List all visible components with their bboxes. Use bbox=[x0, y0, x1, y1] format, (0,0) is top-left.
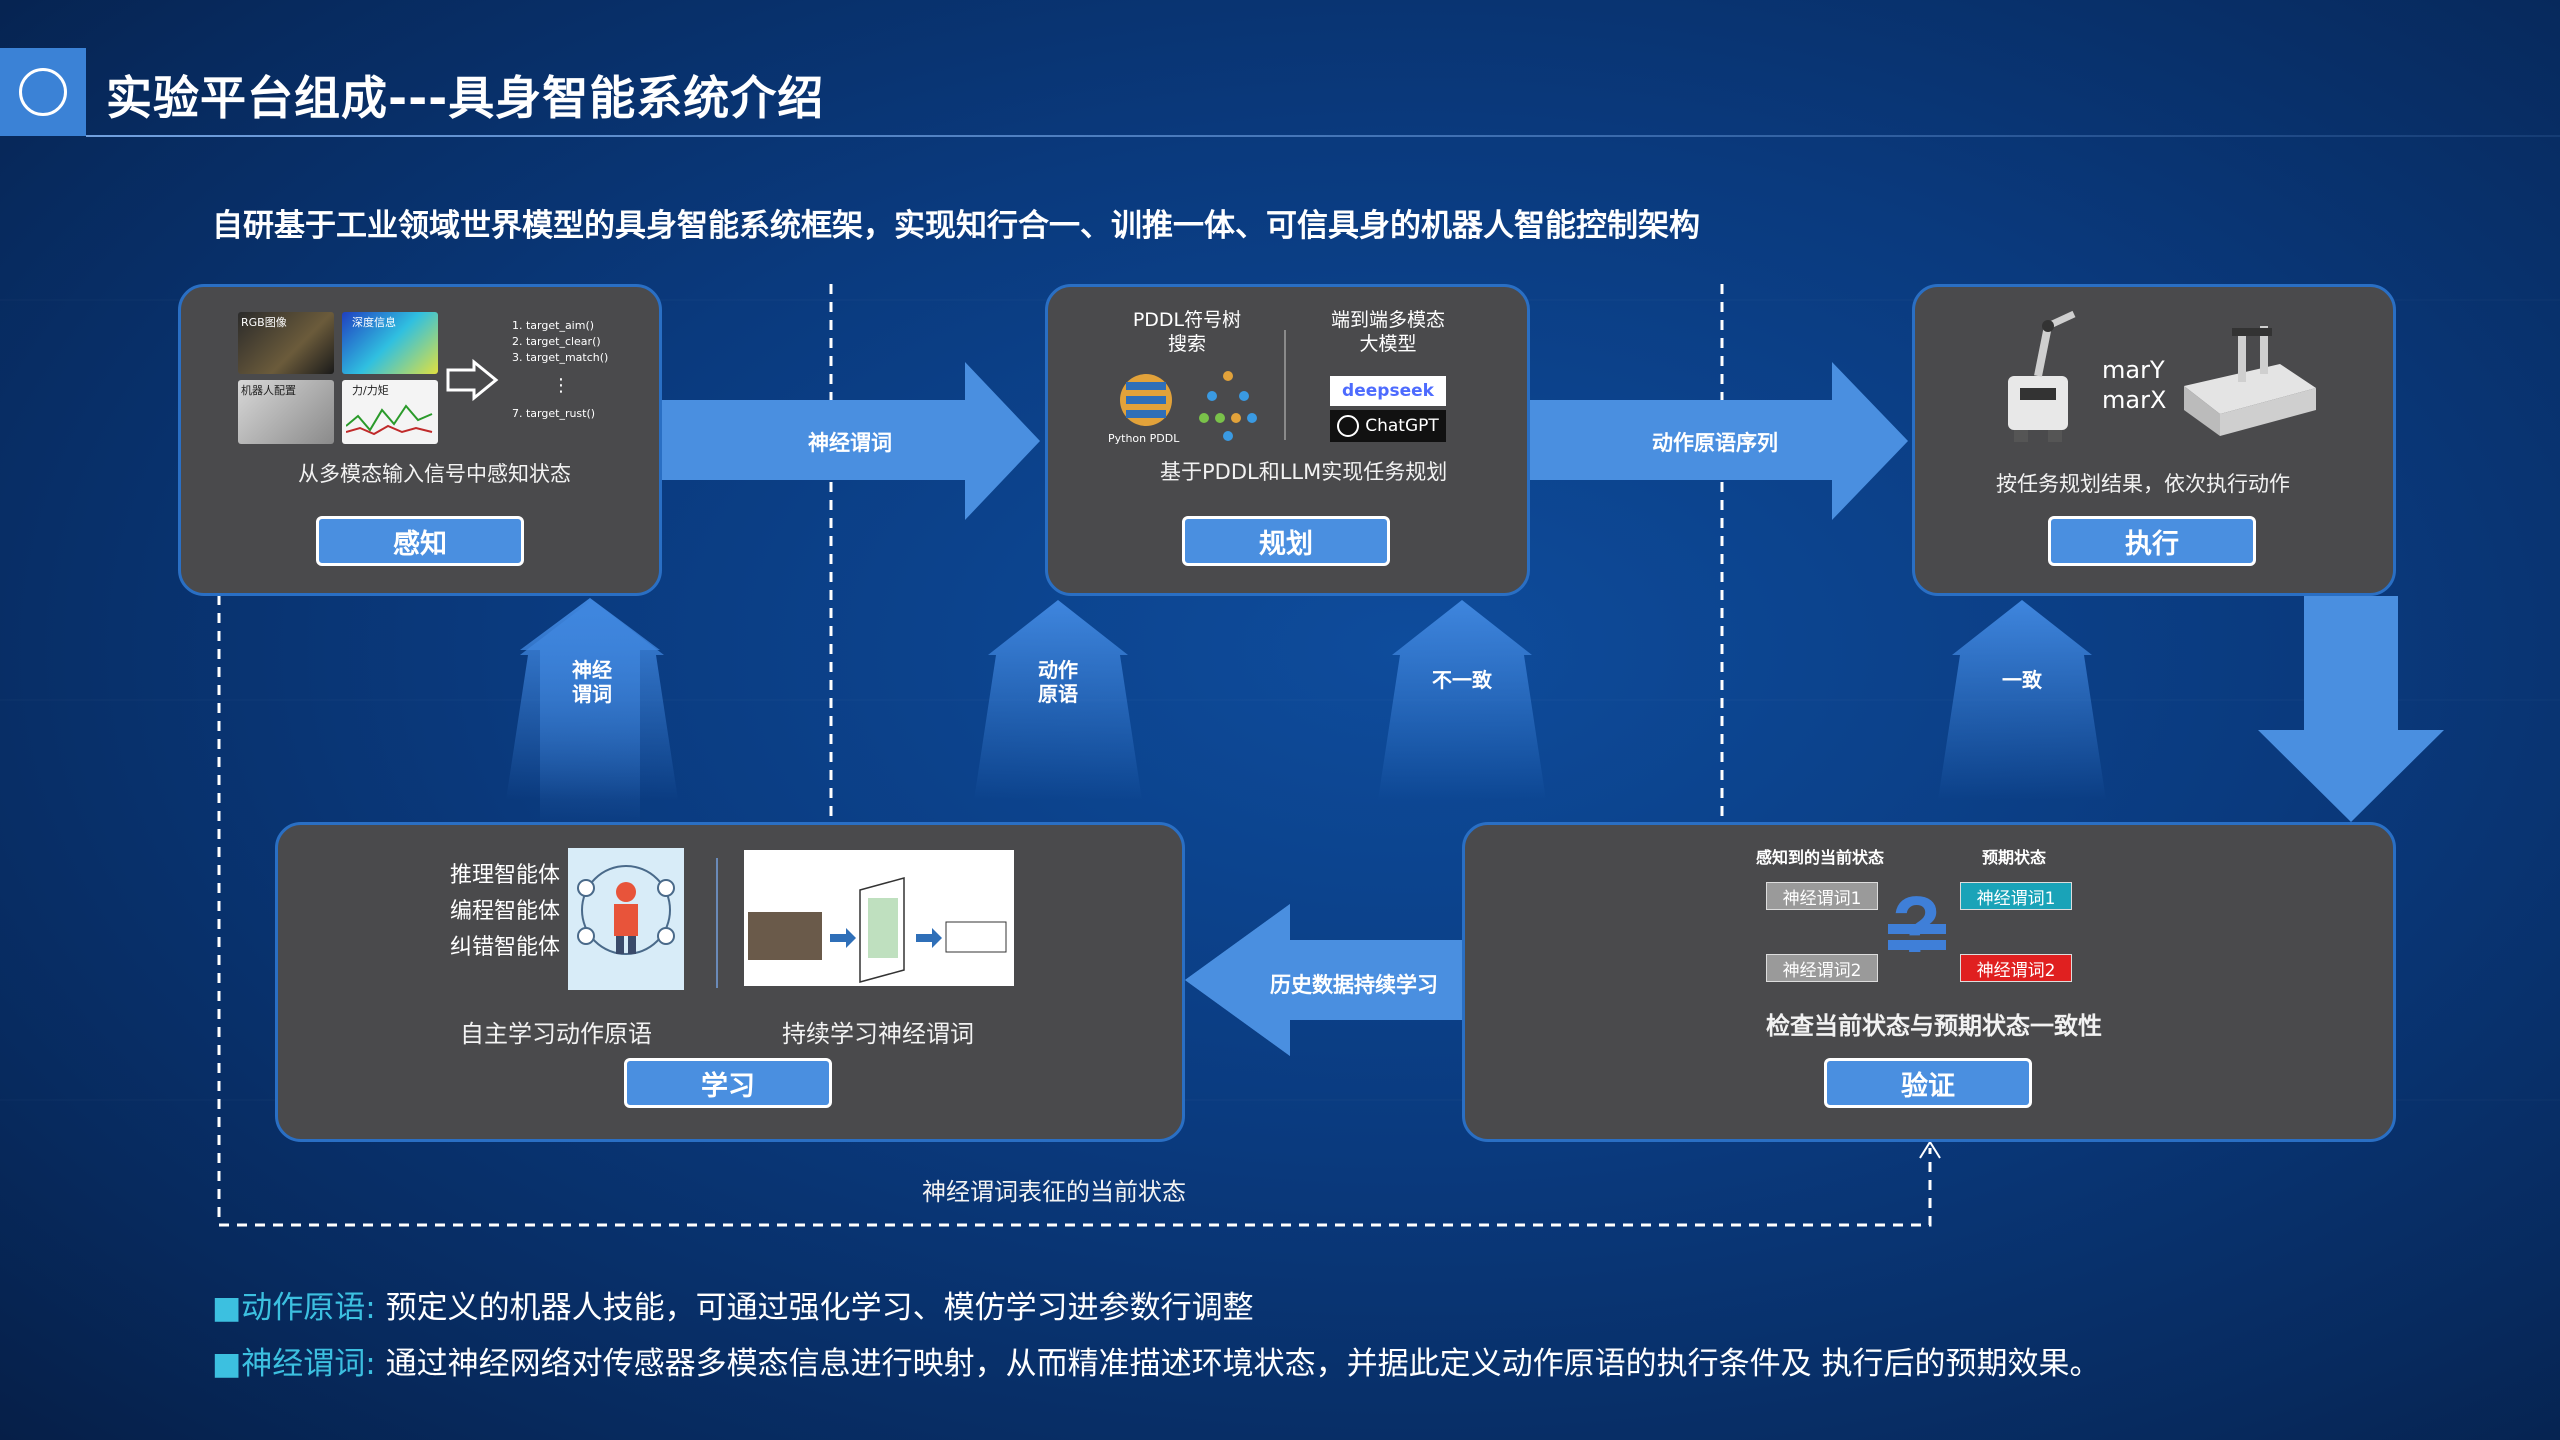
note-bullet-2: ■ bbox=[212, 1346, 242, 1382]
note-text-1: 预定义的机器人技能，可通过强化学习、模仿学习进参数行调整 bbox=[385, 1290, 1254, 1326]
logo-icon bbox=[19, 68, 67, 116]
chatgpt-logo: ChatGPT bbox=[1330, 410, 1446, 442]
tile-label-robot: 机器人配置 bbox=[241, 384, 296, 397]
target-2: 2. target_clear() bbox=[512, 335, 601, 348]
neural-predicate-pipeline bbox=[744, 850, 1014, 986]
note-bullet-1: ■ bbox=[212, 1290, 242, 1326]
tile-robot-config bbox=[238, 380, 334, 444]
agent-illustration bbox=[568, 848, 684, 990]
up-arrow-2 bbox=[974, 600, 1142, 800]
up-arrow-4 bbox=[1938, 600, 2106, 800]
force-chart-icon bbox=[346, 404, 433, 436]
learning-right-caption: 持续学习神经谓词 bbox=[782, 1020, 974, 1048]
execution-caption: 按任务规划结果，依次执行动作 bbox=[1996, 472, 2290, 496]
planning-caption: 基于PDDL和LLM实现任务规划 bbox=[1160, 460, 1448, 484]
perception-caption: 从多模态输入信号中感知状态 bbox=[298, 462, 571, 486]
tile-label-depth: 深度信息 bbox=[352, 316, 396, 329]
note-term-2: 神经谓词 bbox=[241, 1346, 366, 1382]
chatgpt-text: ChatGPT bbox=[1365, 416, 1439, 436]
person-icon bbox=[577, 865, 675, 955]
python-pddl-label: Python PDDL bbox=[1108, 432, 1180, 445]
perception-button[interactable]: 感知 bbox=[316, 516, 524, 566]
up-arrow-3 bbox=[1378, 600, 1546, 800]
agent-reasoning: 推理智能体 bbox=[449, 863, 560, 888]
target-ellipsis: ⋮ bbox=[552, 375, 570, 396]
note-action-primitive: ■动作原语: 预定义的机器人技能，可通过强化学习、模仿学习进参数行调整 bbox=[212, 1282, 1254, 1327]
python-pddl-icon bbox=[1120, 374, 1172, 426]
right-arrow-icon bbox=[446, 358, 499, 402]
robot-label-mary: marY bbox=[2102, 356, 2165, 384]
expected-tag-1: 神经谓词1 bbox=[1960, 882, 2072, 910]
tile-force bbox=[342, 380, 438, 444]
label-up-primitive: 动作 原语 bbox=[1038, 658, 1078, 706]
pipeline-diagram bbox=[748, 877, 1007, 983]
note-text-2: 通过神经网络对传感器多模态信息进行映射，从而精准描述环境状态，并据此定义动作原语… bbox=[385, 1346, 2101, 1382]
target-list: 1. target_aim() 2. target_clear() 3. tar… bbox=[512, 318, 608, 422]
tile-label-force: 力/力矩 bbox=[352, 384, 389, 397]
tree-search-icon bbox=[1199, 371, 1257, 441]
subtitle: 自研基于工业领域世界模型的具身智能系统框架，实现知行合一、训推一体、可信具身的机… bbox=[212, 208, 1700, 244]
planning-divider bbox=[1284, 330, 1286, 440]
note-sep-1: : bbox=[365, 1290, 376, 1326]
label-up-predicate: 神经 谓词 bbox=[572, 658, 612, 706]
robot-label-marx: marX bbox=[2102, 386, 2167, 414]
current-tag-1: 神经谓词1 bbox=[1766, 882, 1878, 910]
title-divider bbox=[86, 135, 2560, 137]
openai-icon bbox=[1337, 415, 1360, 437]
question-icon: ? bbox=[1888, 882, 1946, 969]
agent-list: 推理智能体 编程智能体 纠错智能体 bbox=[444, 858, 560, 966]
arrow-action-sequence bbox=[1528, 362, 1908, 520]
robot-mary-icon bbox=[2008, 310, 2076, 442]
expected-state-label: 预期状态 bbox=[1982, 848, 2047, 867]
label-action-sequence: 动作原语序列 bbox=[1652, 431, 1778, 455]
page-title: 实验平台组成---具身智能系统介绍 bbox=[106, 71, 825, 125]
company-logo bbox=[0, 48, 86, 136]
agent-programming: 编程智能体 bbox=[449, 899, 560, 924]
arrow-down-verify bbox=[2258, 596, 2444, 822]
note-sep-2: : bbox=[365, 1346, 376, 1382]
target-7: 7. target_rust() bbox=[512, 407, 596, 420]
label-consistent: 一致 bbox=[2002, 668, 2042, 692]
current-tag-2: 神经谓词2 bbox=[1766, 954, 1878, 982]
target-3: 3. target_match() bbox=[512, 351, 609, 364]
tile-label-rgb: RGB图像 bbox=[241, 316, 287, 329]
robot-marx-icon bbox=[2184, 326, 2316, 436]
feedback-loop-label: 神经谓词表征的当前状态 bbox=[922, 1178, 1186, 1206]
execution-button[interactable]: 执行 bbox=[2048, 516, 2256, 566]
label-history-learning: 历史数据持续学习 bbox=[1270, 973, 1438, 997]
llm-title: 端到端多模态 大模型 bbox=[1330, 309, 1445, 355]
pddl-title: PDDL符号树 搜索 bbox=[1132, 309, 1242, 355]
deepseek-text: deepseek bbox=[1342, 381, 1434, 401]
note-term-1: 动作原语 bbox=[241, 1290, 366, 1326]
label-inconsistent: 不一致 bbox=[1432, 668, 1492, 692]
verification-caption: 检查当前状态与预期状态一致性 bbox=[1766, 1012, 2102, 1040]
feedback-loop bbox=[217, 595, 1932, 1227]
agent-correction: 纠错智能体 bbox=[449, 935, 560, 960]
current-state-label: 感知到的当前状态 bbox=[1756, 848, 1885, 867]
verification-button[interactable]: 验证 bbox=[1824, 1058, 2032, 1108]
target-1: 1. target_aim() bbox=[512, 319, 595, 332]
learning-button[interactable]: 学习 bbox=[624, 1058, 832, 1108]
arrow-neural-predicate bbox=[660, 362, 1040, 520]
learning-left-caption: 自主学习动作原语 bbox=[460, 1020, 652, 1048]
note-neural-predicate: ■神经谓词: 通过神经网络对传感器多模态信息进行映射，从而精准描述环境状态，并据… bbox=[212, 1338, 2100, 1383]
expected-tag-2: 神经谓词2 bbox=[1960, 954, 2072, 982]
planning-button[interactable]: 规划 bbox=[1182, 516, 1390, 566]
label-neural-predicate: 神经谓词 bbox=[808, 431, 892, 455]
learning-divider bbox=[716, 858, 718, 988]
tile-rgb bbox=[238, 312, 334, 374]
perception-tiles: RGB图像 深度信息 机器人配置 力/力矩 bbox=[238, 312, 438, 444]
tile-depth bbox=[342, 312, 438, 374]
deepseek-logo: deepseek bbox=[1330, 376, 1446, 406]
